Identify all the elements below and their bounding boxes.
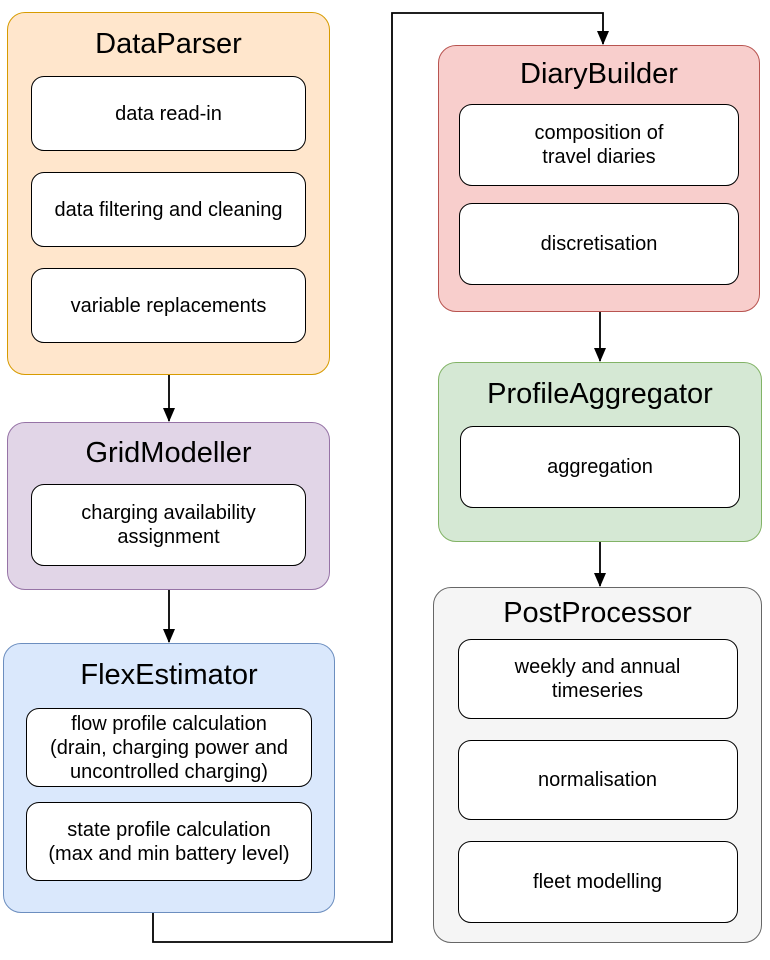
connector-flexestimator-diarybuilder [152,12,609,943]
module-flexestimator-title: FlexEstimator [80,659,258,692]
step-charging-availability-assignment: charging availability assignment [31,484,306,566]
module-dataparser-title: DataParser [95,27,242,60]
module-profileaggregator: ProfileAggregator aggregation [438,362,762,542]
module-gridmodeller: GridModeller charging availability assig… [7,422,330,590]
step-normalisation: normalisation [457,740,738,820]
module-postprocessor-title: PostProcessor [503,596,692,629]
module-gridmodeller-title: GridModeller [85,436,252,469]
module-diarybuilder-title: DiaryBuilder [520,58,678,91]
module-dataparser: DataParser data read-in data filtering a… [7,12,330,375]
module-flexestimator: FlexEstimator flow profile calculation (… [3,643,335,913]
step-aggregation: aggregation [460,426,740,508]
module-profileaggregator-steps: aggregation [460,426,740,508]
step-flow-profile-calculation: flow profile calculation (drain, chargin… [26,708,312,787]
step-fleet-modelling: fleet modelling [457,841,738,923]
step-data-filtering-and-cleaning: data filtering and cleaning [31,172,306,247]
module-postprocessor: PostProcessor weekly and annual timeseri… [433,587,762,943]
module-diarybuilder: DiaryBuilder composition of travel diari… [438,45,760,312]
step-composition-of-travel-diaries: composition of travel diaries [459,104,739,186]
step-state-profile-calculation: state profile calculation (max and min b… [26,802,312,881]
module-gridmodeller-steps: charging availability assignment [31,484,306,566]
step-weekly-and-annual-timeseries: weekly and annual timeseries [457,639,738,719]
module-flexestimator-steps: flow profile calculation (drain, chargin… [26,708,312,881]
module-profileaggregator-title: ProfileAggregator [487,377,713,410]
module-postprocessor-steps: weekly and annual timeseries normalisati… [457,639,738,923]
module-diarybuilder-steps: composition of travel diaries discretisa… [459,104,739,285]
step-data-read-in: data read-in [31,76,306,151]
module-dataparser-steps: data read-in data filtering and cleaning… [31,76,306,343]
step-variable-replacements: variable replacements [31,268,306,343]
step-discretisation: discretisation [459,203,739,285]
